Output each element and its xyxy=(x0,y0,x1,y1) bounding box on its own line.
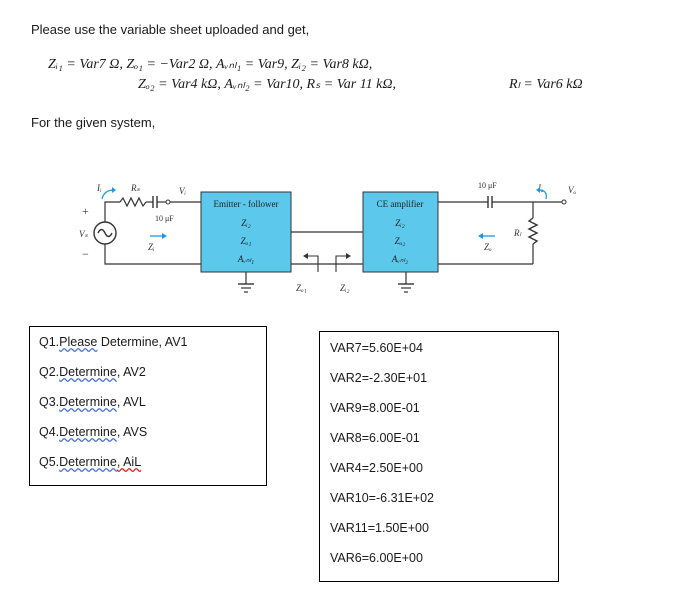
variables-box: VAR7=5.60E+04 VAR2=-2.30E+01 VAR9=8.00E-… xyxy=(319,331,559,582)
rs-resistor-icon xyxy=(119,196,147,208)
question-3: Q3.Determine, AVL xyxy=(39,395,146,409)
vi-label: Vᵢ xyxy=(179,186,186,196)
rs-label: Rₛ xyxy=(130,183,140,193)
variable-item: VAR7=5.60E+04 xyxy=(330,341,423,355)
question-1: Q1.Please Determine, AV1 xyxy=(39,335,188,349)
intro-text: Please use the variable sheet uploaded a… xyxy=(31,22,310,37)
stage2-zi: Zᵢ₂ xyxy=(395,218,405,228)
ii-label: Iᵢ xyxy=(96,183,102,193)
vs-label: Vₛ xyxy=(79,229,88,239)
ce-amplifier-block xyxy=(362,191,439,273)
variable-item: VAR11=1.50E+00 xyxy=(330,521,429,535)
circuit-diagram: + − Vₛ Rₛ 10 μF Vᵢ Iᵢ Zᵢ Emitter - follo… xyxy=(79,181,576,293)
input-cap-label: 10 μF xyxy=(155,214,174,223)
variable-item: VAR9=8.00E-01 xyxy=(330,401,420,415)
equation-line-2: Zₒ₂ = Var4 kΩ, Aᵥₙₗ₂ = Var10, Rₛ = Var 1… xyxy=(138,77,396,92)
equation-line-1: Zᵢ₁ = Var7 Ω, Zₒ₁ = −Var2 Ω, Aᵥₙₗ₁ = Var… xyxy=(48,57,373,72)
stage1-gain: Aᵥₙₗ₁ xyxy=(237,254,254,264)
zi-label: Zᵢ xyxy=(148,242,155,252)
question-4: Q4.Determine, AVS xyxy=(39,425,148,439)
equation-line-3: Rₗ = Var6 kΩ xyxy=(509,77,583,92)
question-5: Q5.Determine, AiL xyxy=(39,455,142,469)
stage1-zi: Zᵢ₂ xyxy=(241,218,251,228)
plus-sign: + xyxy=(82,204,89,218)
variable-item: VAR10=-6.31E+02 xyxy=(330,491,435,505)
variable-item: VAR4=2.50E+00 xyxy=(330,461,423,475)
question-2: Q2.Determine, AV2 xyxy=(39,365,146,379)
zo1-label: Zₒ₁ xyxy=(296,283,307,293)
stage2-title: CE amplifier xyxy=(377,199,424,209)
stage1-zo: Zₒ₁ xyxy=(241,236,252,246)
output-cap-label: 10 μF xyxy=(478,181,497,190)
vo-label: Vₒ xyxy=(568,185,576,195)
given-system-text: For the given system, xyxy=(31,115,156,130)
stage2-gain: Aᵥₙₗ₂ xyxy=(391,254,408,264)
variable-item: VAR6=6.00E+00 xyxy=(330,551,423,565)
rl-label: Rₗ xyxy=(513,228,522,238)
stage2-zo: Zₒ₂ xyxy=(395,236,406,246)
variable-item: VAR2=-2.30E+01 xyxy=(330,371,428,385)
variable-item: VAR8=6.00E-01 xyxy=(330,431,420,445)
questions-box: Q1.Please Determine, AV1 Q2.Determine, A… xyxy=(29,326,267,486)
stage1-title: Emitter - follower xyxy=(214,199,279,209)
zi2-label: Zᵢ₂ xyxy=(340,283,350,293)
rl-resistor-icon xyxy=(527,217,539,245)
zo-label: Zₒ xyxy=(484,242,492,252)
io-label: Iₒ xyxy=(537,183,544,193)
minus-sign: − xyxy=(82,247,89,261)
